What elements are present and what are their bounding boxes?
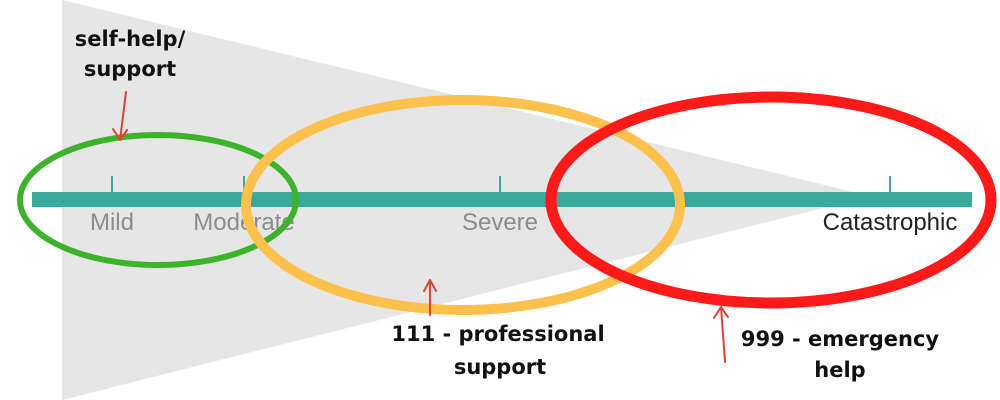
callout-labels: self-help/ support 111 - professional su… xyxy=(75,27,940,382)
scale-ticks xyxy=(111,176,891,194)
emergency-help-label-line2: help xyxy=(814,358,865,382)
professional-support-label-line2: support xyxy=(454,355,546,379)
self-help-ellipse xyxy=(17,132,299,268)
callout-arrows xyxy=(112,91,729,363)
professional-support-ellipse xyxy=(241,95,685,315)
professional-support-label-line1: 111 - professional xyxy=(391,322,604,346)
scale-label-catastrophic: Catastrophic xyxy=(823,209,958,236)
scale-label-mild: Mild xyxy=(90,209,134,236)
self-help-arrow-icon xyxy=(112,91,128,141)
scale-label-severe: Severe xyxy=(462,209,538,236)
professional-support-arrow-icon xyxy=(423,279,437,316)
emergency-help-arrow-icon xyxy=(713,306,729,363)
self-help-label-line1: self-help/ xyxy=(75,27,186,51)
severity-scale-bar xyxy=(32,192,972,207)
self-help-label-line2: support xyxy=(84,57,176,81)
emergency-help-label-line1: 999 - emergency xyxy=(741,327,940,351)
scale-labels: Mild Moderate Severe Catastrophic xyxy=(90,209,957,236)
emergency-help-ellipse xyxy=(545,91,997,309)
